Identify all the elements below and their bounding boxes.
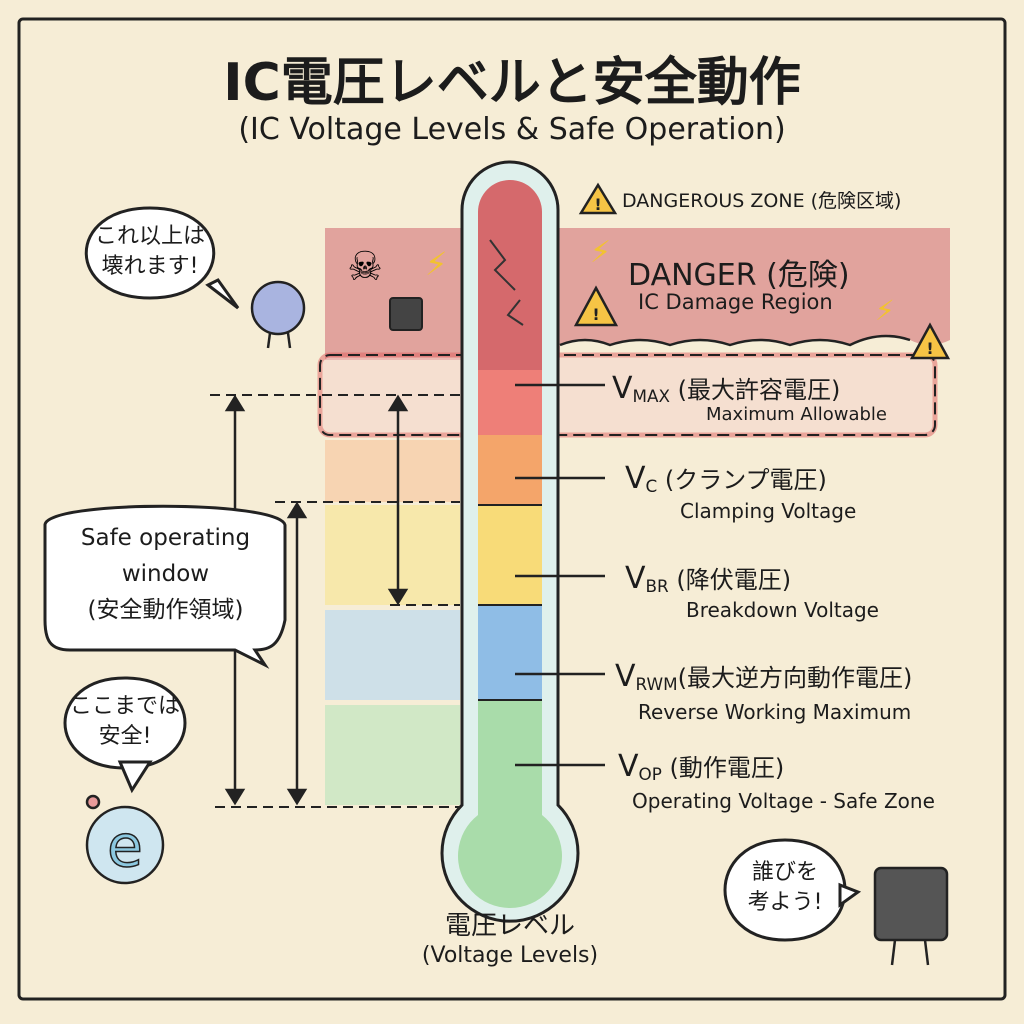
level-vbr: VBR (降伏電圧) — [625, 561, 792, 597]
level-vc: VC (クランプ電圧) — [625, 461, 827, 497]
level-vc-en: Clamping Voltage — [680, 499, 857, 523]
band-op — [325, 705, 460, 805]
page-title: IC電圧レベルと安全動作 — [223, 53, 801, 113]
dangerous-zone-label: DANGEROUS ZONE (危険区域) — [622, 190, 902, 212]
frame-border — [17, 17, 1007, 1001]
speech-bubbles — [43, 206, 862, 942]
svg-text:⚡: ⚡ — [875, 294, 895, 327]
level-vbr-en: Breakdown Voltage — [686, 598, 879, 622]
svg-text:!: ! — [592, 305, 599, 324]
lightning-icon: ⚡ — [425, 245, 447, 283]
thermometer-label-jp: 電圧レベル — [444, 911, 575, 941]
bubble-top-left: これ以上は壊れます! — [94, 224, 205, 279]
warning-icon — [573, 182, 951, 360]
chip-icon — [389, 297, 423, 331]
thermometer — [440, 160, 580, 923]
level-vrwm-en: Reverse Working Maximum — [638, 700, 912, 724]
page-subtitle: (IC Voltage Levels & Safe Operation) — [238, 112, 786, 147]
thermometer-label-en: (Voltage Levels) — [421, 943, 599, 968]
e-character: e — [85, 794, 165, 885]
chip-character — [873, 866, 949, 966]
level-vrwm: VRWM(最大逆方向動作電圧) — [615, 659, 913, 695]
level-vop: VOP (動作電圧) — [618, 749, 785, 785]
svg-text:!: ! — [594, 195, 601, 214]
band-clamping — [325, 440, 460, 502]
bubble-bottom-right: 誰びを考よう! — [747, 860, 823, 915]
capacitor-character — [250, 280, 306, 349]
danger-title: DANGER (危険) — [628, 258, 850, 293]
band-rwm — [325, 610, 460, 700]
skull-icon: ☠ — [347, 244, 383, 290]
level-vmax-en: Maximum Allowable — [706, 404, 887, 425]
svg-text:⚡: ⚡ — [590, 235, 611, 270]
level-vop-en: Operating Voltage - Safe Zone — [632, 789, 935, 813]
bubble-bottom-left: ここまでは安全! — [69, 694, 180, 749]
svg-text:!: ! — [926, 339, 933, 358]
level-vmax: VMAX (最大許容電圧) — [612, 371, 841, 407]
svg-text:e: e — [107, 812, 143, 880]
danger-subtitle: IC Damage Region — [638, 290, 833, 314]
band-breakdown — [325, 505, 460, 605]
